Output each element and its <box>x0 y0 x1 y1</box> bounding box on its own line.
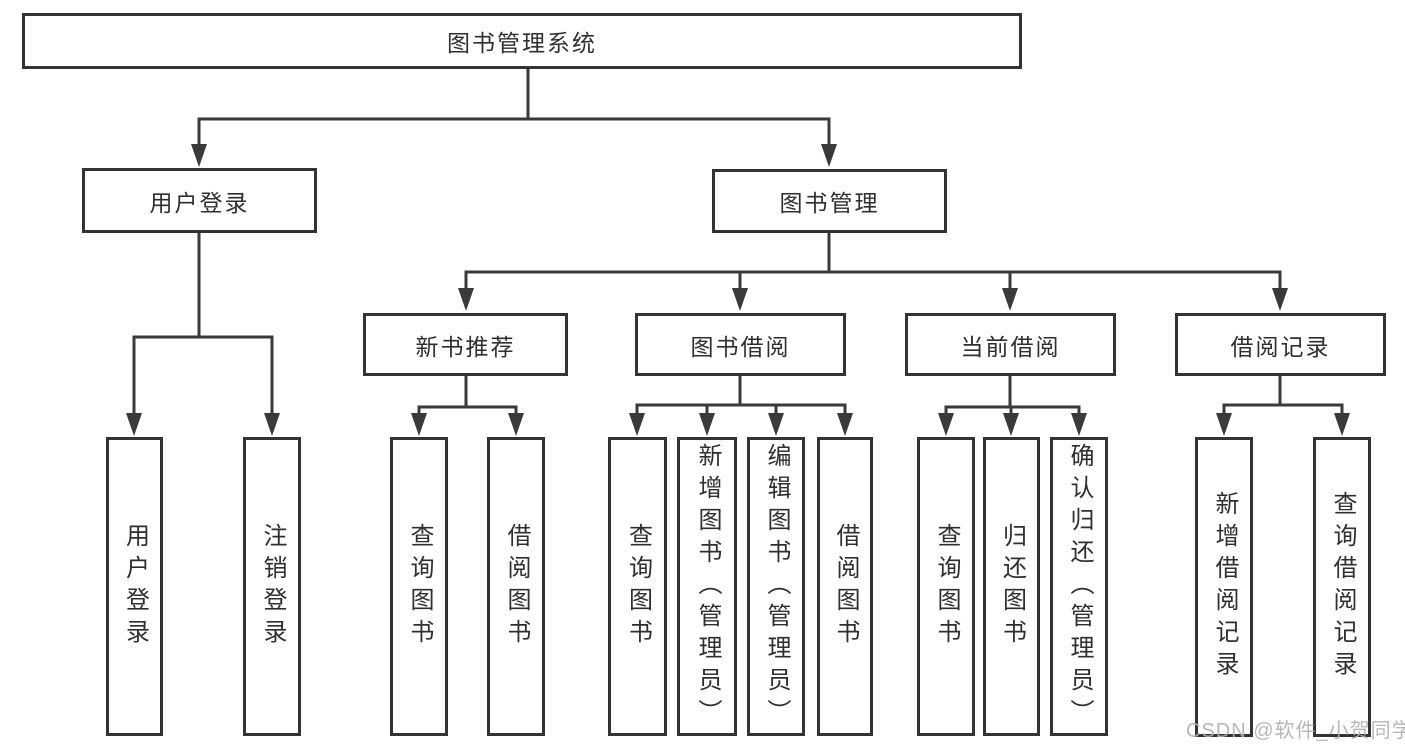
node-current-borrow: 当前借阅 <box>905 313 1116 376</box>
leaf-edit-book-admin-label: 编辑图书（管理员） <box>763 442 790 731</box>
leaf-query-borrow-record: 查询借阅记录 <box>1313 437 1371 737</box>
leaf-add-book-admin-label: 新增图书（管理员） <box>694 442 721 731</box>
node-book-borrow: 图书借阅 <box>635 313 846 376</box>
leaf-user-login: 用户登录 <box>106 437 163 736</box>
leaf-query-books-1: 查询图书 <box>390 437 448 736</box>
watermark: CSDN @软件_小贺同学 <box>1186 720 1405 742</box>
node-book-management: 图书管理 <box>712 169 947 233</box>
node-root-label: 图书管理系统 <box>447 30 597 56</box>
leaf-query-books-3: 查询图书 <box>917 437 975 736</box>
edge-bookborrow-to-leaves <box>635 376 847 415</box>
leaf-return-books-label: 归还图书 <box>998 522 1026 651</box>
node-new-book-recommend: 新书推荐 <box>363 313 568 376</box>
leaf-borrow-books-1: 借阅图书 <box>487 437 545 736</box>
leaf-return-books: 归还图书 <box>983 437 1040 736</box>
leaf-query-borrow-record-label: 查询借阅记录 <box>1329 491 1356 683</box>
leaf-logout: 注销登录 <box>243 437 301 736</box>
leaf-confirm-return-admin: 确认归还（管理员） <box>1050 437 1108 736</box>
leaf-add-borrow-record-label: 新增借阅记录 <box>1211 491 1238 683</box>
node-new-book-recommend-label: 新书推荐 <box>415 333 516 360</box>
leaf-query-books-3-label: 查询图书 <box>933 522 960 651</box>
leaf-user-login-label: 用户登录 <box>121 522 149 651</box>
edge-userlogin-to-leaves <box>132 233 274 415</box>
node-current-borrow-label: 当前借阅 <box>960 333 1061 360</box>
leaf-borrow-books-1-label: 借阅图书 <box>503 522 530 651</box>
node-book-borrow-label: 图书借阅 <box>690 333 791 360</box>
leaf-borrow-books-2-label: 借阅图书 <box>832 522 859 651</box>
leaf-edit-book-admin: 编辑图书（管理员） <box>747 437 805 736</box>
leaf-query-books-2-label: 查询图书 <box>624 522 652 651</box>
leaf-add-borrow-record: 新增借阅记录 <box>1195 437 1253 737</box>
leaf-query-books-1-label: 查询图书 <box>406 522 433 651</box>
node-root: 图书管理系统 <box>22 13 1022 69</box>
edge-bookmgmt-to-level3 <box>464 232 1282 290</box>
edge-records-to-leaves <box>1222 376 1344 415</box>
leaf-add-book-admin: 新增图书（管理员） <box>677 437 737 736</box>
node-user-login-label: 用户登录 <box>149 189 250 216</box>
node-borrow-records: 借阅记录 <box>1175 313 1386 376</box>
arrowheads <box>126 144 1350 436</box>
leaf-logout-label: 注销登录 <box>259 522 286 651</box>
edge-root-to-level2 <box>197 69 831 146</box>
edge-currentborrow-to-leaves <box>944 376 1081 415</box>
node-borrow-records-label: 借阅记录 <box>1230 333 1331 360</box>
leaf-confirm-return-admin-label: 确认归还（管理员） <box>1066 442 1093 731</box>
edge-newbook-to-leaves <box>417 376 518 415</box>
node-book-management-label: 图书管理 <box>779 190 880 216</box>
leaf-query-books-2: 查询图书 <box>608 437 667 736</box>
node-user-login: 用户登录 <box>82 168 317 233</box>
leaf-borrow-books-2: 借阅图书 <box>817 437 873 736</box>
